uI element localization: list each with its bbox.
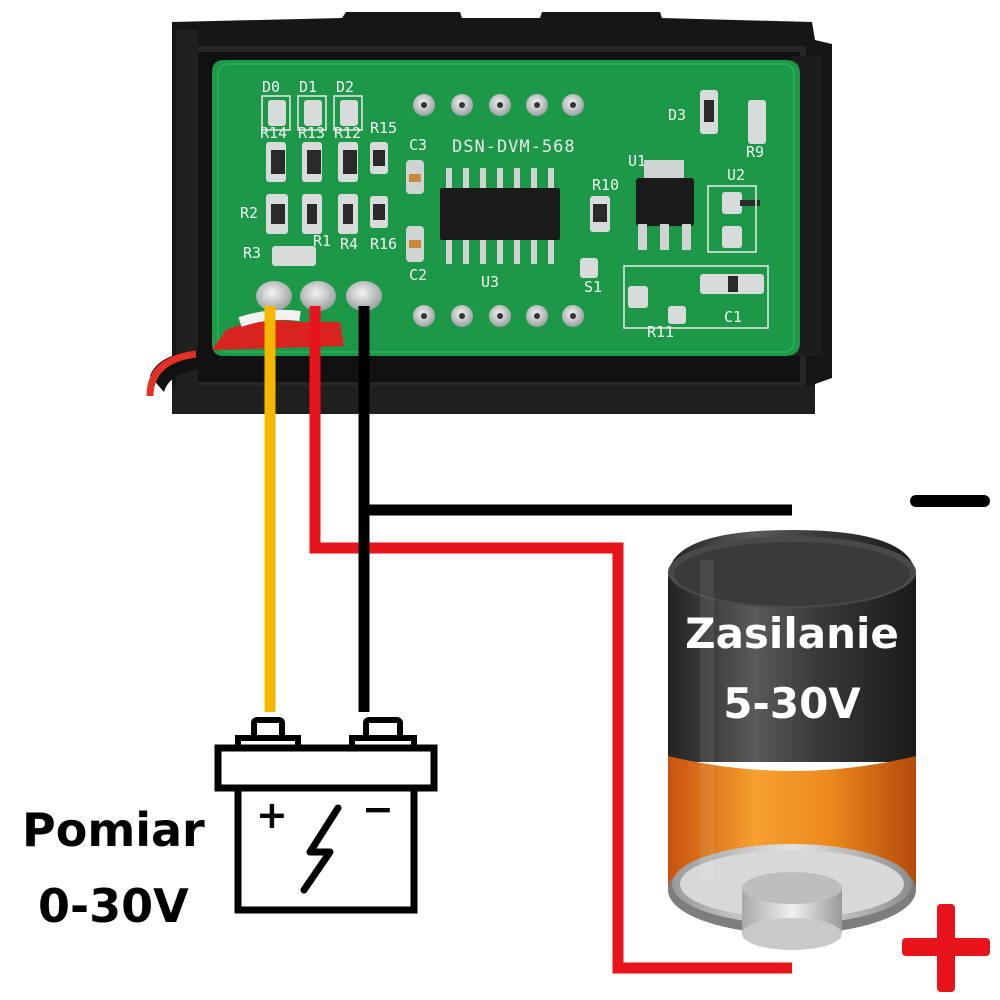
model-label: DSN-DVM-568	[452, 137, 576, 157]
wire-red-power-plus	[309, 306, 792, 974]
regulator-u1	[636, 160, 694, 250]
power-range: 5-30V	[723, 679, 861, 728]
measurement-range: 0-30V	[38, 879, 189, 933]
label-r2: R2	[240, 204, 258, 222]
label-c1: C1	[724, 308, 742, 326]
measurement-battery: + −	[214, 717, 438, 914]
label-r12: R12	[334, 124, 361, 142]
power-battery: Zasilanie 5-30V	[668, 530, 916, 950]
wires	[264, 306, 792, 974]
label-c2: C2	[409, 266, 427, 284]
label-r9: R9	[746, 143, 764, 161]
label-d1: D1	[299, 78, 317, 96]
label-r16: R16	[370, 235, 397, 253]
label-u2: U2	[727, 166, 745, 184]
chip-u3	[440, 168, 560, 264]
label-u3: U3	[481, 273, 499, 291]
measurement-title: Pomiar	[22, 803, 205, 857]
label-u1: U1	[628, 152, 646, 170]
lightning-icon	[300, 804, 342, 894]
display-pads-bottom	[413, 305, 584, 327]
label-r13: R13	[298, 124, 325, 142]
power-plus-sign	[902, 904, 990, 992]
measurement-minus-sign: −	[362, 787, 394, 831]
power-title: Zasilanie	[685, 609, 899, 658]
display-pads-top	[413, 94, 584, 116]
wire-pads	[256, 281, 382, 311]
label-d0: D0	[262, 78, 280, 96]
label-c3: C3	[409, 136, 427, 154]
label-r10: R10	[592, 176, 619, 194]
label-r11: R11	[647, 323, 674, 341]
power-minus-sign	[910, 495, 990, 507]
label-d3: D3	[668, 106, 686, 124]
label-r14: R14	[260, 124, 287, 142]
label-d2: D2	[336, 78, 354, 96]
voltmeter-module: D0 D1 D2 R14 R13 R12 R15 R2 R3 R1 R4 R16…	[146, 12, 832, 414]
label-r4: R4	[340, 235, 358, 253]
label-r1: R1	[313, 232, 331, 250]
label-r3: R3	[243, 244, 261, 262]
label-r15: R15	[370, 119, 397, 137]
measurement-plus-sign: +	[256, 793, 288, 837]
label-s1: S1	[584, 278, 602, 296]
